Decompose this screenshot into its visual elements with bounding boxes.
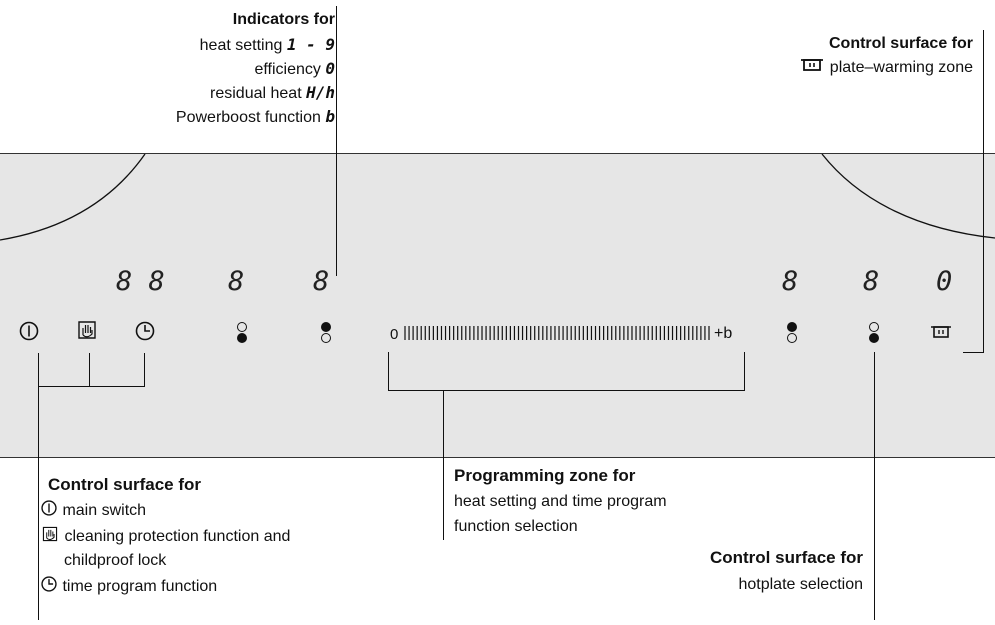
cooktop-control-panel: 8 8 8 8 8 8 0 0 (0, 153, 995, 458)
indicator-heat-setting: heat setting 1 - 9 (200, 34, 335, 56)
hotplate-2-indicator-bottom[interactable] (321, 333, 331, 343)
leader-plate-warming-hook (963, 352, 984, 353)
indicator-powerboost: Powerboost function b (176, 106, 335, 128)
power-icon[interactable] (18, 320, 40, 347)
leader-programming-zone (443, 390, 444, 540)
indicator-efficiency-label: efficiency (254, 61, 321, 78)
timer-clock-icon (40, 575, 58, 599)
childproof-label: childproof lock (64, 552, 167, 569)
leader-controls-bracket (38, 386, 145, 387)
leader-slider-right (744, 352, 745, 390)
hotplate-4-indicator-bottom[interactable] (869, 333, 879, 343)
main-switch-label: main switch (62, 502, 147, 520)
hotplate-display-4: 8 (863, 266, 880, 297)
indicators-heading: Indicators for (232, 11, 335, 28)
timer-label: time program function (62, 578, 218, 596)
programming-line2: function selection (454, 518, 578, 535)
leader-plate-warming (983, 30, 984, 352)
indicator-powerboost-label: Powerboost function (175, 109, 321, 126)
leader-indicators (336, 6, 337, 276)
timer-clock-icon[interactable] (134, 320, 156, 347)
cleaning-row: cleaning protection function and (40, 525, 290, 549)
hotplate-1-indicator-top[interactable] (237, 322, 247, 332)
hotplate-2-indicator-top[interactable] (321, 322, 331, 332)
cleaning-hand-icon[interactable] (75, 319, 99, 346)
timer-row: time program function (40, 575, 217, 599)
indicator-residual-heat-label: residual heat (210, 85, 302, 102)
hotplate-4-indicator-top[interactable] (869, 322, 879, 332)
hotplate-display-1: 8 (228, 266, 245, 297)
programming-heading: Programming zone for (454, 466, 636, 485)
hotplate-3-indicator-top[interactable] (787, 322, 797, 332)
efficiency-symbol: 0 (325, 59, 335, 78)
hotplate-selection-label: hotplate selection (738, 576, 863, 593)
plate-warming-control-icon[interactable] (930, 324, 952, 345)
residual-heat-symbol: H/h (306, 83, 335, 102)
hotplate-1-indicator-bottom[interactable] (237, 333, 247, 343)
programming-slider[interactable] (404, 325, 710, 341)
hotplate-display-3: 8 (782, 266, 799, 297)
leader-hotplate-selection (874, 352, 875, 620)
leader-main-switch (38, 353, 39, 620)
plate-warming-icon (799, 57, 825, 79)
hotplate-edges (0, 154, 995, 241)
hotplate-selection-heading: Control surface for (709, 548, 863, 567)
heat-setting-symbol: 1 - 9 (286, 35, 335, 54)
slider-start-label: 0 (390, 326, 399, 343)
plate-warming-label: plate–warming zone (829, 59, 973, 77)
power-icon (40, 499, 58, 523)
leader-slider-bracket (388, 390, 745, 391)
indicator-efficiency: efficiency 0 (255, 58, 336, 80)
slider-end-label: +b (714, 325, 733, 342)
plate-warming-label-row: plate–warming zone (799, 57, 973, 79)
cleaning-label: cleaning protection function and (64, 528, 291, 546)
timer-display: 8 8 (116, 266, 165, 297)
plate-warming-heading: Control surface for (828, 35, 973, 52)
controls-heading: Control surface for (48, 475, 202, 494)
leader-slider-left (388, 352, 389, 390)
powerboost-symbol: b (325, 107, 335, 126)
leader-timer (144, 353, 145, 386)
plate-warming-display: 0 (936, 266, 953, 297)
indicator-heat-setting-label: heat setting (199, 37, 283, 54)
hotplate-3-indicator-bottom[interactable] (787, 333, 797, 343)
leader-cleaning (89, 353, 90, 386)
main-switch-row: main switch (40, 499, 146, 523)
indicator-residual-heat: residual heat H/h (210, 82, 335, 104)
hotplate-display-2: 8 (313, 266, 330, 297)
programming-line1: heat setting and time program (454, 493, 667, 510)
cleaning-hand-icon (40, 525, 60, 549)
